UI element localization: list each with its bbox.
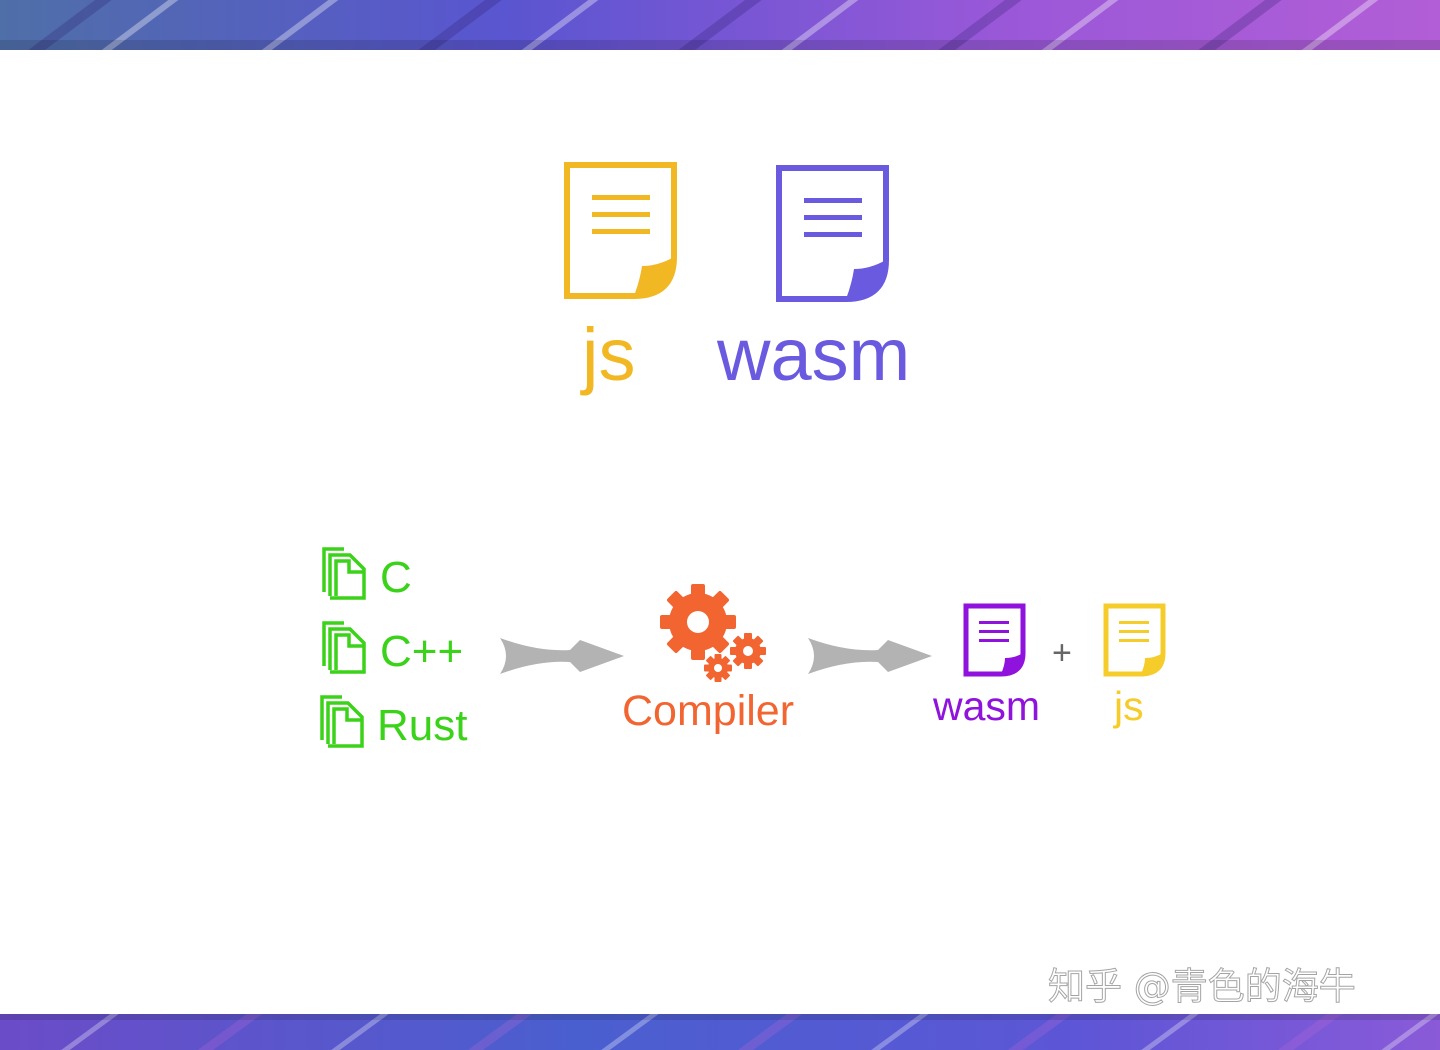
- compiler-label: Compiler: [622, 687, 795, 735]
- js-document-icon: [564, 162, 677, 299]
- js-label: js: [582, 313, 636, 396]
- top-decorative-band: [0, 0, 1440, 50]
- source-rust-files-icon: [320, 695, 364, 748]
- source-c-files-icon: [322, 547, 366, 600]
- arrow-right-icon: [500, 638, 624, 674]
- wasm-label: wasm: [717, 313, 911, 396]
- source-rust-label: Rust: [377, 701, 468, 750]
- plus-sign: +: [1052, 634, 1072, 672]
- source-cpp-files-icon: [322, 621, 366, 674]
- source-c-label: C: [380, 553, 412, 602]
- output-js-label: js: [1114, 683, 1144, 729]
- output-wasm-document-icon: [963, 603, 1026, 677]
- output-wasm-label: wasm: [933, 683, 1041, 729]
- output-js-document-icon: [1103, 603, 1166, 677]
- bottom-decorative-band: [0, 1014, 1440, 1050]
- arrow-right-icon: [808, 638, 932, 674]
- watermark: 知乎 @青色的海牛: [1048, 965, 1357, 1008]
- wasm-document-icon: [776, 165, 889, 302]
- source-cpp-label: C++: [380, 627, 464, 676]
- gears-icon: [660, 584, 766, 682]
